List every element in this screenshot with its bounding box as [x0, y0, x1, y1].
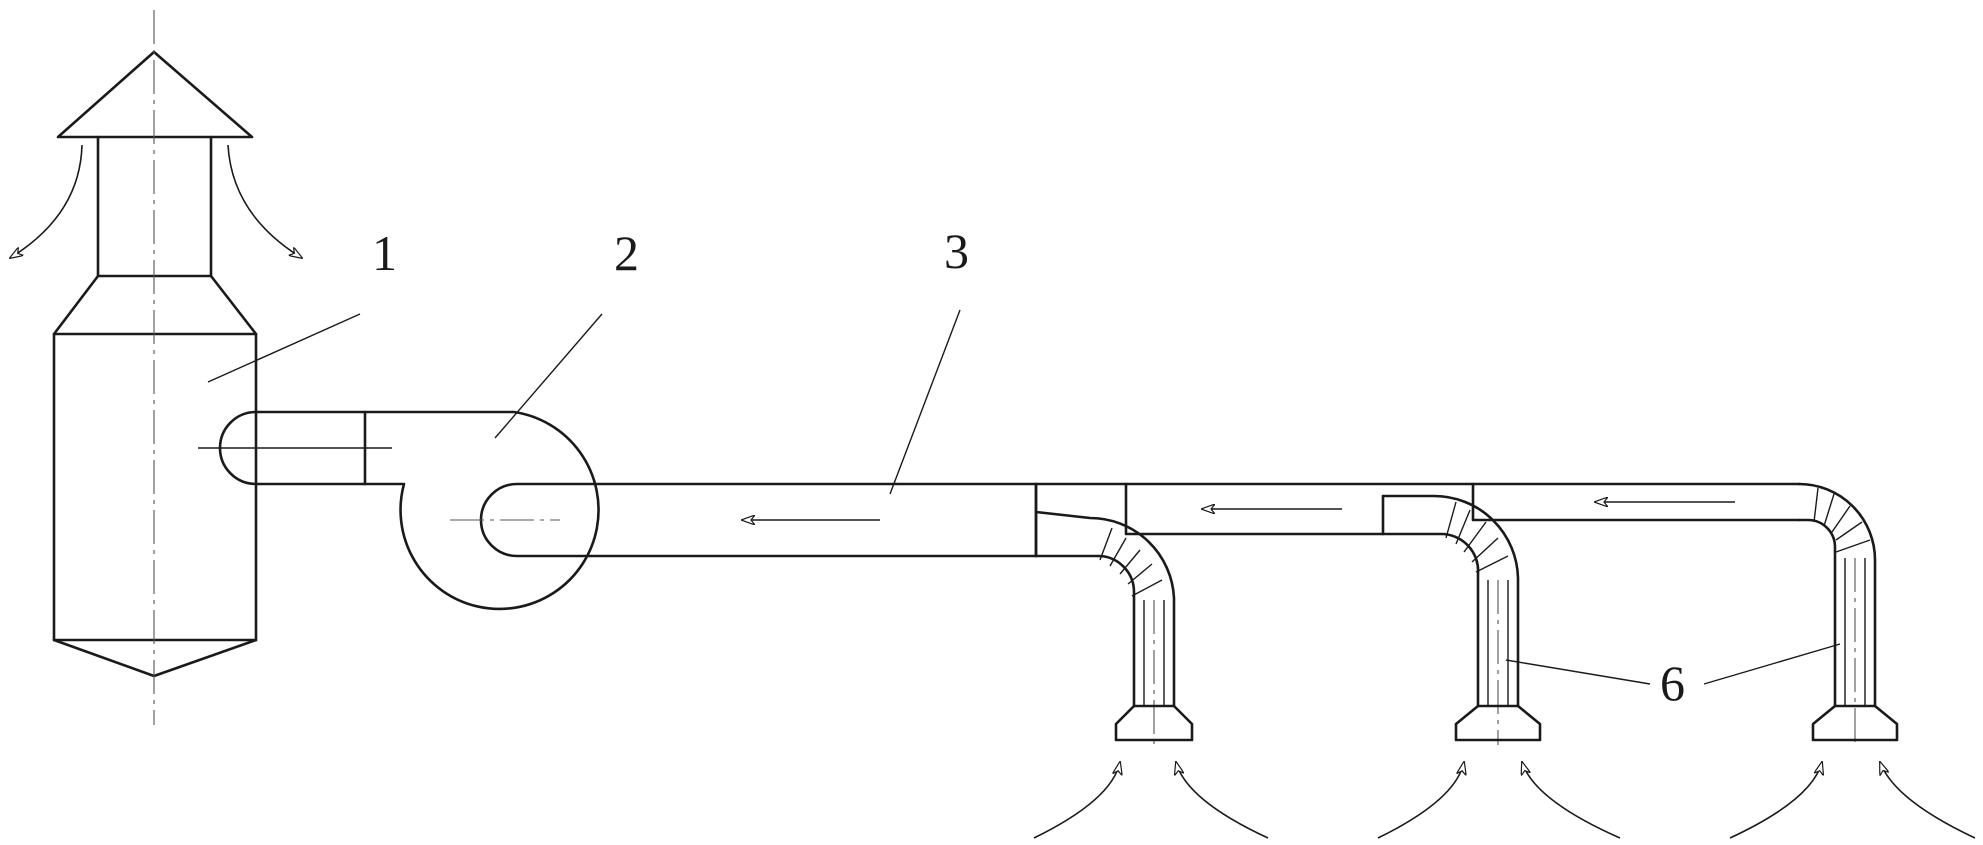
suction-branch [1381, 494, 1542, 745]
label-fan: 2 [614, 225, 639, 281]
connecting-duct [198, 410, 392, 486]
exhaust-outflow-arrows [10, 144, 302, 258]
leader-lines [207, 309, 1841, 685]
centrifugal-fan [363, 410, 1038, 611]
label-separator: 1 [372, 225, 397, 281]
suction-branch [1034, 510, 1194, 745]
main-duct [742, 482, 1801, 558]
separator-tower [52, 274, 258, 678]
label-main-duct: 3 [944, 223, 969, 279]
inflow-arrows [1033, 762, 1976, 839]
suction-branch [1797, 482, 1899, 745]
main-duct-segment [1124, 482, 1385, 536]
main-duct-segment [1471, 482, 1801, 522]
label-suction-hood: 6 [1660, 655, 1685, 711]
exhaust-hood [56, 50, 254, 278]
